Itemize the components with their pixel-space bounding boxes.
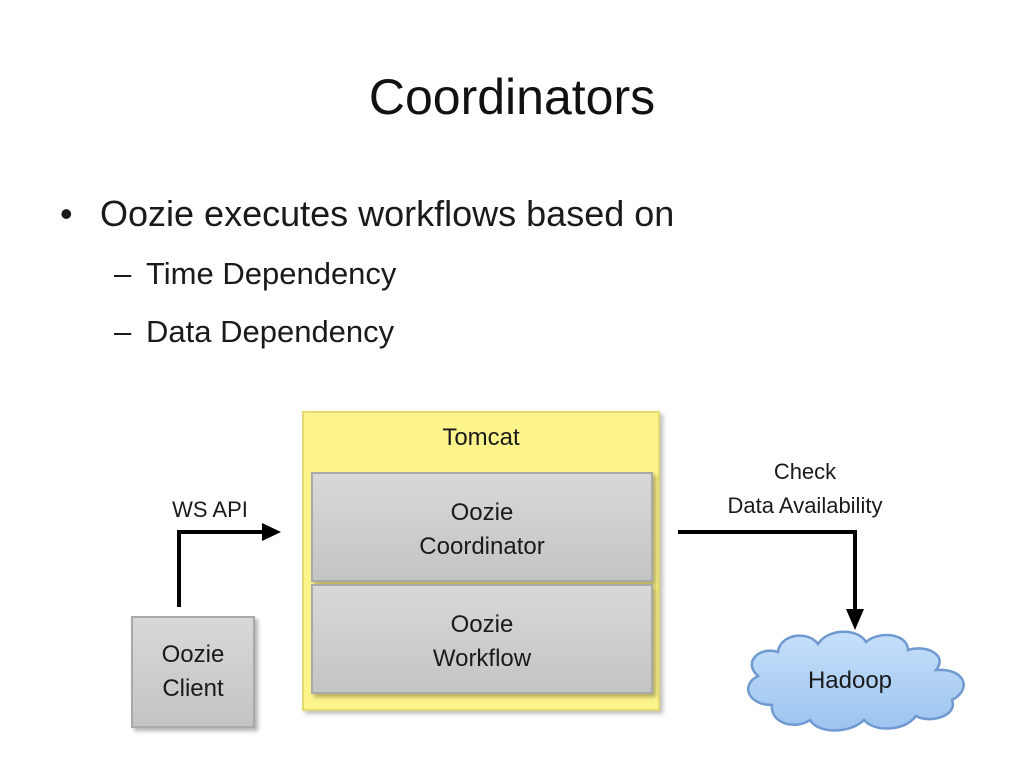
check-label-line1: Check (773, 459, 837, 484)
client-label-line2: Client (162, 675, 224, 702)
sub-bullet-text: Time Dependency (146, 256, 397, 291)
bullet-text: Oozie executes workflows based on (100, 193, 675, 234)
check-data-label: Check Data Availability (700, 455, 910, 523)
workflow-label-line2: Workflow (432, 645, 532, 672)
bullet-item: • Oozie executes workflows based on (60, 190, 674, 238)
tomcat-label: Tomcat (442, 424, 520, 451)
client-label-line1: Oozie (161, 641, 225, 668)
bullet-marker: • (60, 193, 73, 234)
slide-title: Coordinators (368, 69, 656, 125)
ws-api-arrow (177, 523, 281, 607)
sub-bullet-marker: – (114, 314, 132, 349)
coordinator-label-line2: Coordinator (419, 533, 545, 560)
oozie-workflow-box: Oozie Workflow (311, 584, 653, 694)
sub-bullet-text: Data Dependency (146, 314, 395, 349)
check-data-arrow (678, 530, 864, 630)
sub-bullet-marker: – (114, 256, 132, 291)
oozie-client-box: Oozie Client (131, 616, 255, 728)
hadoop-label: Hadoop (807, 667, 893, 694)
workflow-label-line1: Oozie (450, 611, 514, 638)
oozie-coordinator-box: Oozie Coordinator (311, 472, 653, 582)
ws-api-label: WS API (172, 497, 248, 522)
check-label-line2: Data Availability (727, 493, 883, 518)
sub-bullet-time: –Time Dependency (114, 254, 396, 294)
coordinator-label-line1: Oozie (450, 499, 514, 526)
sub-bullet-data: –Data Dependency (114, 312, 394, 352)
hadoop-cloud-icon (747, 630, 965, 732)
